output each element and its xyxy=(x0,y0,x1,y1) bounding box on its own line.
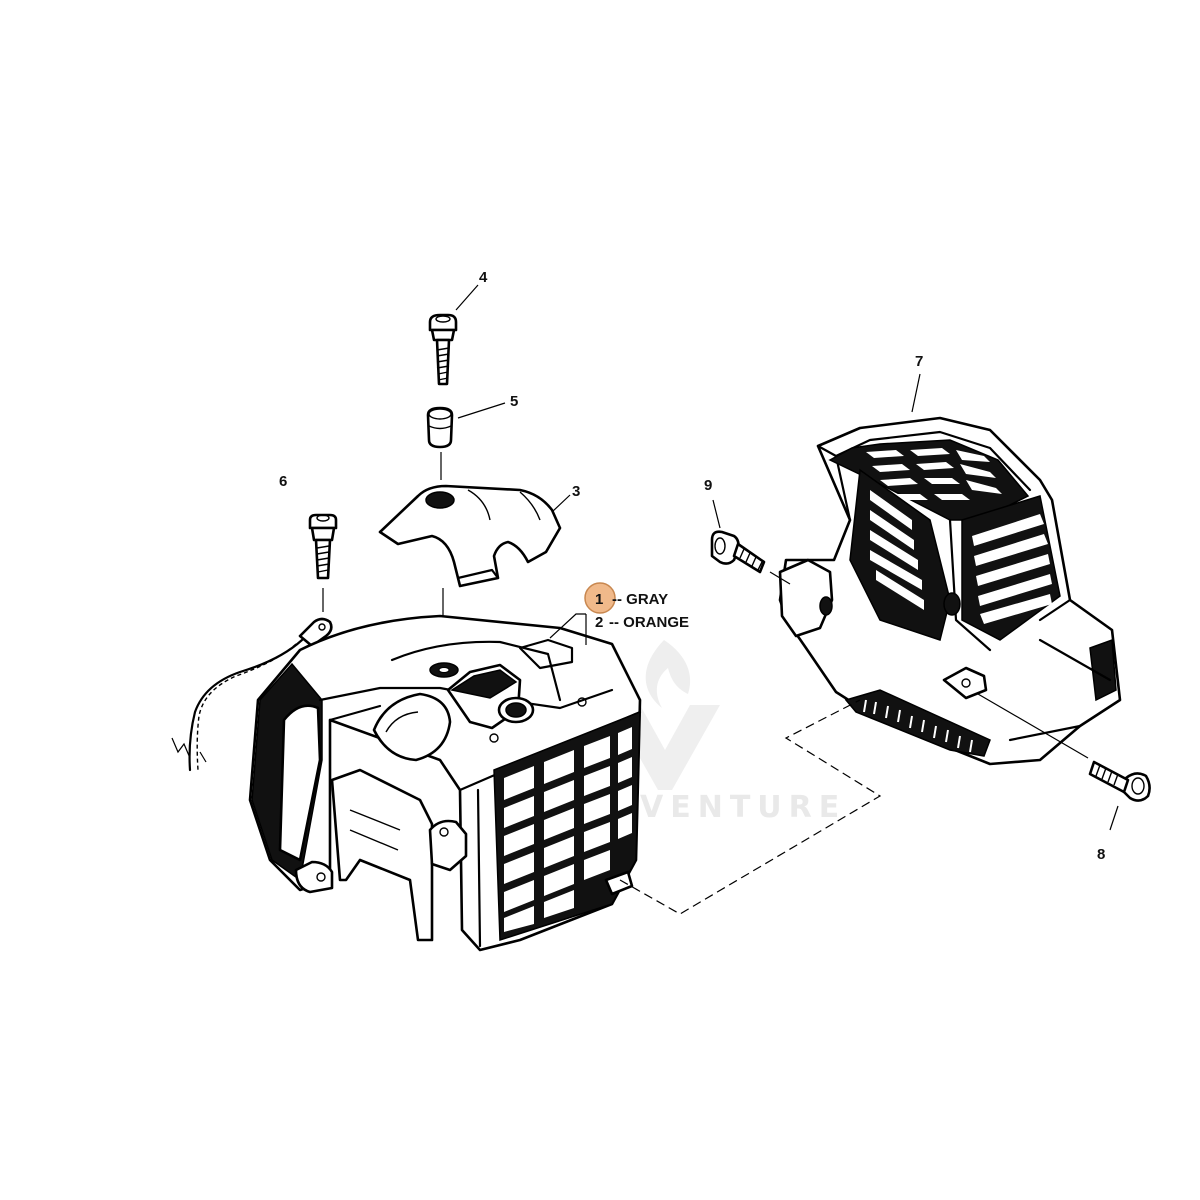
assembly-dashed-line xyxy=(619,699,882,915)
callout-2[interactable]: 2 xyxy=(595,614,603,631)
cover-grille xyxy=(493,710,641,942)
callout-5[interactable]: 5 xyxy=(510,393,518,410)
variant-gray-label: -- GRAY xyxy=(612,591,668,608)
part-9-screw xyxy=(710,530,766,574)
callout-9[interactable]: 9 xyxy=(704,477,712,494)
callout-3[interactable]: 3 xyxy=(572,483,580,500)
watermark-flame-icon xyxy=(645,640,691,708)
part-6-screw xyxy=(308,513,338,580)
watermark-text: VENTURE xyxy=(640,790,846,825)
callout-1[interactable]: 1 xyxy=(595,591,603,608)
ground-wire xyxy=(171,617,333,772)
watermark: VENTURE xyxy=(610,640,846,825)
callout-labels: 4 5 3 6 7 9 8 xyxy=(279,269,1105,863)
callout-8[interactable]: 8 xyxy=(1097,846,1105,863)
callout-4[interactable]: 4 xyxy=(479,269,488,286)
part-4-bolt xyxy=(428,313,458,386)
part-3-bracket xyxy=(378,484,562,588)
variant-orange-label: -- ORANGE xyxy=(609,614,689,631)
part-5-collar xyxy=(426,406,454,449)
part-7-rear-cover xyxy=(778,416,1122,766)
part-8-screw xyxy=(1088,760,1151,802)
variant-legend: 1 -- GRAY 2 -- ORANGE xyxy=(584,582,689,631)
callout-7[interactable]: 7 xyxy=(915,353,923,370)
part-1-2-engine-cover xyxy=(248,614,642,952)
highlight-circle xyxy=(584,582,616,614)
callout-6[interactable]: 6 xyxy=(279,473,287,490)
